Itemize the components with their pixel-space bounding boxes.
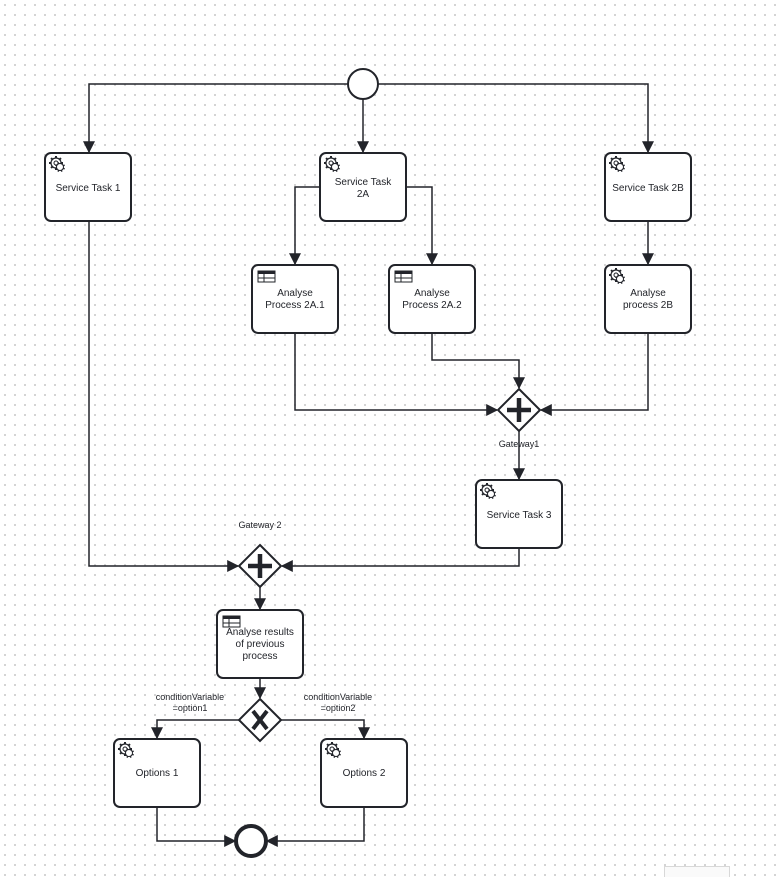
task-options-1[interactable]: Options 1 (113, 738, 201, 808)
task-label: Service Task 3 (487, 510, 552, 521)
table-icon (257, 270, 276, 283)
task-service-task-1[interactable]: Service Task 1 (44, 152, 132, 222)
task-label: Analyse (630, 288, 666, 299)
gear-icon (480, 483, 496, 499)
gear-icon (325, 742, 341, 758)
task-box[interactable] (113, 738, 201, 808)
sequence-flow[interactable] (406, 186, 438, 266)
end-event[interactable] (234, 824, 268, 858)
sequence-flows (83, 83, 654, 847)
condition-label: =option2 (321, 703, 356, 713)
sequence-flow[interactable] (294, 333, 499, 416)
gateway-label: Gateway 2 (238, 520, 281, 530)
sequence-flow[interactable] (151, 719, 239, 740)
gear-icon (324, 156, 340, 172)
condition-label: =option1 (173, 703, 208, 713)
gateway-1[interactable]: Gateway1 (496, 387, 542, 449)
task-label: of previous (236, 639, 285, 650)
task-label: Service Task 2B (612, 183, 684, 194)
gateway-label: Gateway1 (499, 439, 540, 449)
gear-icon (118, 742, 134, 758)
task-label: process 2B (623, 300, 673, 311)
task-label: Process 2A.1 (265, 300, 325, 311)
task-label: Analyse (277, 288, 313, 299)
condition-label: conditionVariable (304, 692, 372, 702)
sequence-flow[interactable] (88, 221, 240, 572)
task-label: Options 2 (343, 768, 386, 779)
gateway-xor[interactable] (237, 697, 283, 743)
plus-icon (507, 398, 531, 422)
gear-icon (609, 156, 625, 172)
sequence-flow[interactable] (378, 83, 654, 154)
task-box[interactable] (319, 152, 407, 222)
sequence-flow[interactable] (431, 333, 525, 390)
sequence-flow[interactable] (265, 807, 365, 847)
table-icon (222, 615, 241, 628)
gateway-2[interactable]: Gateway 2 (237, 520, 283, 589)
task-service-task-2b[interactable]: Service Task 2B (604, 152, 692, 222)
sequence-flow[interactable] (289, 186, 320, 266)
scroll-tab[interactable] (664, 866, 730, 877)
task-options-2[interactable]: Options 2 (320, 738, 408, 808)
gear-icon (49, 156, 65, 172)
task-box[interactable] (320, 738, 408, 808)
task-label: Process 2A.2 (402, 300, 462, 311)
sequence-flow[interactable] (83, 83, 348, 154)
task-box[interactable] (44, 152, 132, 222)
sequence-flow[interactable] (156, 807, 237, 847)
start-event[interactable] (347, 68, 379, 100)
task-label: Analyse results (226, 627, 294, 638)
task-label: Analyse (414, 288, 450, 299)
task-service-task-3[interactable]: Service Task 3 (475, 479, 563, 549)
task-box[interactable] (475, 479, 563, 549)
plus-icon (248, 554, 272, 578)
table-icon (394, 270, 413, 283)
x-icon (251, 709, 269, 731)
task-label: Service Task (335, 177, 393, 188)
sequence-flow[interactable] (280, 548, 520, 572)
task-box[interactable] (604, 152, 692, 222)
task-label: process (242, 651, 277, 662)
task-label: Options 1 (136, 768, 179, 779)
condition-label: conditionVariable (156, 692, 224, 702)
sequence-flow[interactable] (281, 719, 370, 740)
task-label: Service Task 1 (56, 183, 121, 194)
task-box[interactable] (604, 264, 692, 334)
gear-icon (609, 268, 625, 284)
flow-labels: conditionVariable=option1conditionVariab… (156, 692, 372, 713)
sequence-flow[interactable] (539, 333, 649, 416)
task-label: 2A (357, 189, 370, 200)
